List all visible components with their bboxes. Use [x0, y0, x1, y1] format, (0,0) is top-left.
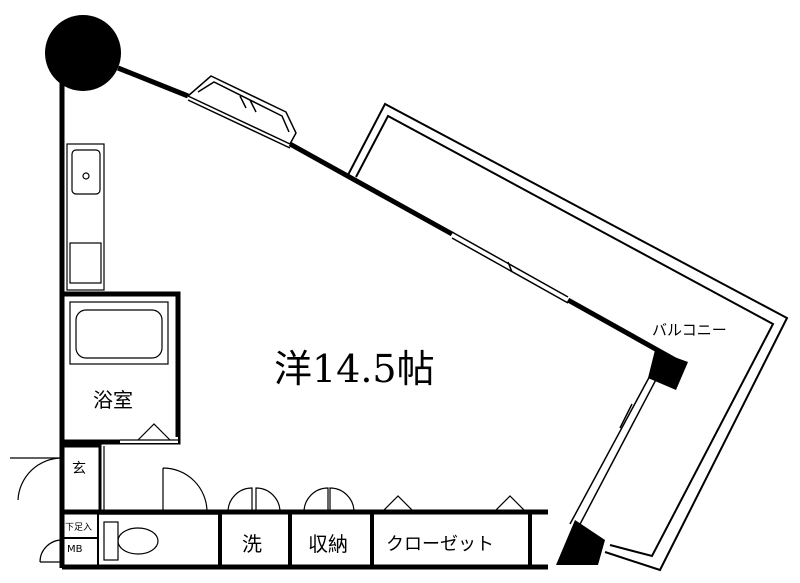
- shoe-box-label: 下足入: [65, 523, 93, 533]
- balcony-label: バルコニー: [652, 321, 727, 339]
- meter-box-label: MB: [67, 544, 83, 555]
- balcony-railing: [347, 102, 789, 572]
- bathroom: [59, 291, 181, 445]
- kitchen-counter: [66, 143, 105, 291]
- bathroom-label: 浴室: [93, 388, 133, 412]
- right-wall-window: [569, 371, 661, 529]
- entrance: [10, 444, 105, 514]
- corner-column: [45, 15, 121, 91]
- main-room-label: 洋14.5帖: [274, 347, 435, 391]
- door-swings: [162, 467, 527, 513]
- storage-label: 収納: [308, 532, 348, 556]
- top-bay-window: [187, 75, 297, 149]
- balcony-sliding-door: [451, 231, 569, 304]
- bottom-compartments: [61, 509, 548, 568]
- column-bottom-right: [556, 520, 605, 565]
- entrance-label: 玄: [72, 461, 86, 477]
- column-right: [648, 350, 688, 390]
- washroom-label: 洗: [242, 532, 262, 556]
- outer-door: [39, 539, 63, 563]
- closet-label: クローゼット: [386, 534, 494, 555]
